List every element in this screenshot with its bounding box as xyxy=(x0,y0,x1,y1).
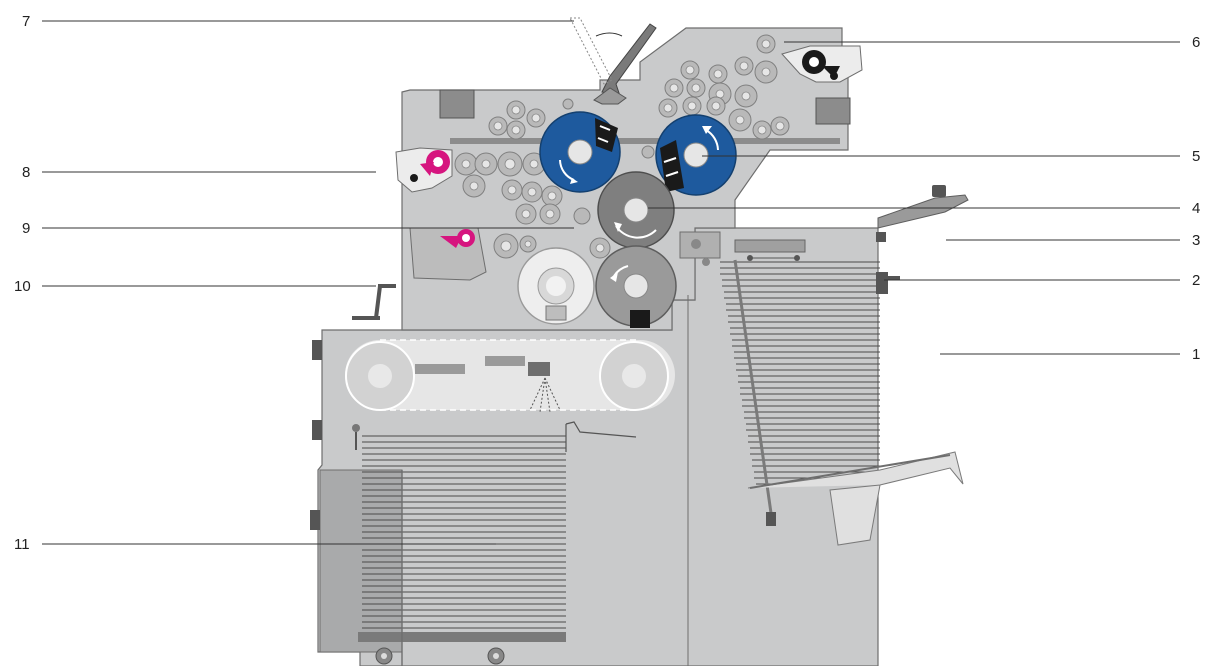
callout-4: 4 xyxy=(648,200,1200,217)
svg-text:10: 10 xyxy=(14,278,31,295)
transfer-cylinder xyxy=(517,247,595,325)
callout-10: 10 xyxy=(14,278,376,295)
svg-text:4: 4 xyxy=(1192,200,1200,217)
callout-6: 6 xyxy=(784,34,1200,51)
ink-trough-strip xyxy=(640,138,840,144)
callout-1: 1 xyxy=(940,346,1200,363)
caster-wheel-icon xyxy=(375,647,393,665)
dampening-unit-9 xyxy=(409,227,487,281)
ink-duct-unit-6 xyxy=(781,45,863,83)
rotation-arrow-icon xyxy=(702,126,719,151)
plate-cylinder-right xyxy=(655,114,737,196)
callout-7: 7 xyxy=(22,13,574,30)
svg-text:1: 1 xyxy=(1192,346,1200,363)
ink-fountain-right xyxy=(815,97,851,125)
impression-cylinder xyxy=(595,245,677,328)
inking-roller-train-right xyxy=(658,34,790,140)
side-handle xyxy=(312,340,322,360)
callout-8: 8 xyxy=(22,164,376,181)
side-handle xyxy=(312,420,322,440)
crank-handle xyxy=(352,284,396,320)
delivery-chain xyxy=(345,339,675,411)
side-handle xyxy=(310,510,320,530)
feeder-unit xyxy=(720,185,969,546)
svg-text:6: 6 xyxy=(1192,34,1200,51)
dampening-unit-8 xyxy=(395,147,453,193)
dampening-roller-train xyxy=(493,145,655,259)
svg-text:9: 9 xyxy=(22,220,30,237)
callout-2: 2 xyxy=(884,272,1200,289)
caster-wheel-icon xyxy=(487,647,505,665)
callout-5: 5 xyxy=(702,148,1200,165)
svg-text:2: 2 xyxy=(1192,272,1200,289)
blanket-cylinder xyxy=(597,171,675,249)
ink-fountain-left xyxy=(439,89,475,119)
callout-11: 11 xyxy=(14,536,496,553)
svg-text:5: 5 xyxy=(1192,148,1200,165)
swing-guard-7 xyxy=(569,17,657,105)
plate-cylinder-left xyxy=(539,111,621,193)
svg-text:7: 7 xyxy=(22,13,30,30)
callout-9: 9 xyxy=(22,220,574,237)
svg-text:11: 11 xyxy=(14,536,30,553)
inking-roller-train-left xyxy=(454,98,574,225)
feed-table xyxy=(679,231,721,266)
spray-nozzle-icon xyxy=(529,377,561,413)
svg-text:3: 3 xyxy=(1192,232,1200,249)
svg-text:8: 8 xyxy=(22,164,30,181)
callout-3: 3 xyxy=(946,232,1200,249)
rotation-arrow-icon xyxy=(559,159,578,184)
callouts: 1 2 3 4 5 6 7 8 xyxy=(14,13,1200,553)
